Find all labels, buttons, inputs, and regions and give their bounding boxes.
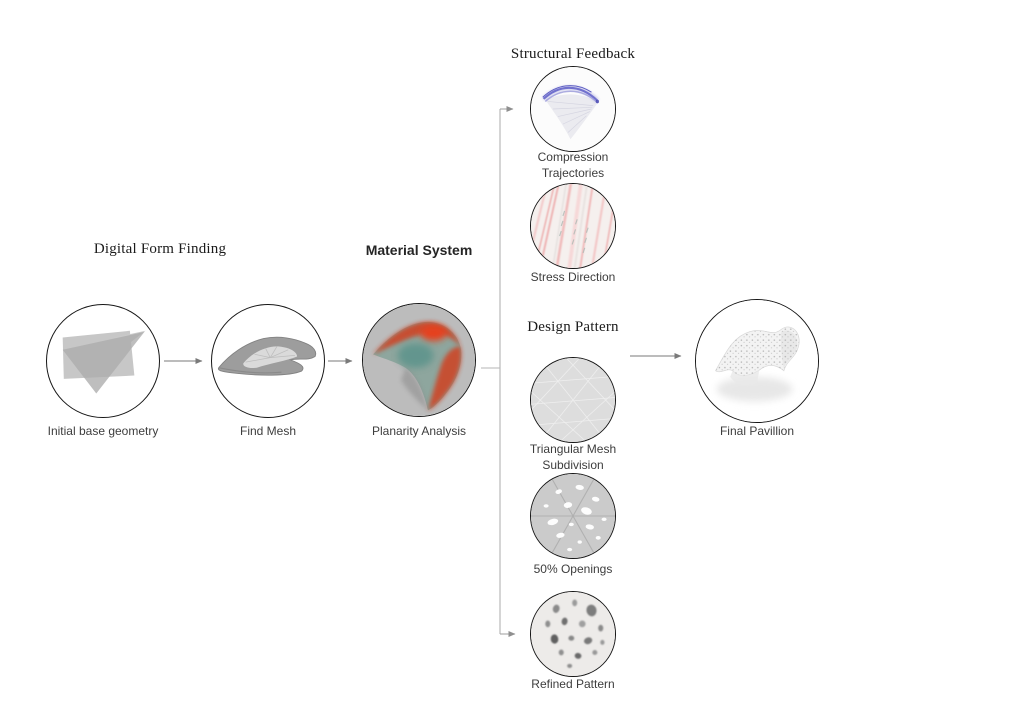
node-initial-base-geometry (46, 304, 160, 418)
node-label-50-percent-openings: 50% Openings (533, 562, 613, 576)
compression-trajectories-thumbnail (531, 67, 615, 151)
refined-pattern-thumbnail (531, 592, 615, 676)
node-label-compression-trajectories: Compression Trajectories (537, 150, 609, 180)
node-label-stress-direction: Stress Direction (530, 270, 616, 284)
openings-thumbnail (531, 474, 615, 558)
initial-geometry-thumbnail (62, 330, 146, 394)
node-50-percent-openings (530, 473, 616, 559)
node-label-find-mesh: Find Mesh (239, 424, 297, 438)
node-label-refined-pattern: Refined Pattern (531, 677, 615, 691)
node-label-initial-base-geometry: Initial base geometry (47, 424, 159, 438)
find-mesh-thumbnail (217, 336, 317, 376)
node-compression-trajectories (530, 66, 616, 152)
node-planarity-analysis (362, 303, 476, 417)
section-heading-material-system: Material System (365, 242, 473, 258)
section-heading-design-pattern: Design Pattern (527, 319, 619, 335)
section-heading-structural-feedback: Structural Feedback (510, 46, 636, 62)
stress-direction-thumbnail (531, 184, 615, 268)
node-stress-direction (530, 183, 616, 269)
node-refined-pattern (530, 591, 616, 677)
node-find-mesh (211, 304, 325, 418)
section-heading-digital-form-finding: Digital Form Finding (93, 241, 227, 257)
node-label-planarity-analysis: Planarity Analysis (371, 424, 467, 438)
node-label-triangular-mesh-subdivision: Triangular Mesh Subdivision (529, 442, 617, 472)
triangular-mesh-thumbnail (531, 358, 615, 442)
planarity-analysis-thumbnail (363, 304, 475, 416)
node-final-pavillion (695, 299, 819, 423)
node-triangular-mesh-subdivision (530, 357, 616, 443)
final-pavillion-thumbnail (696, 300, 818, 422)
node-label-final-pavillion: Final Pavillion (719, 424, 795, 438)
